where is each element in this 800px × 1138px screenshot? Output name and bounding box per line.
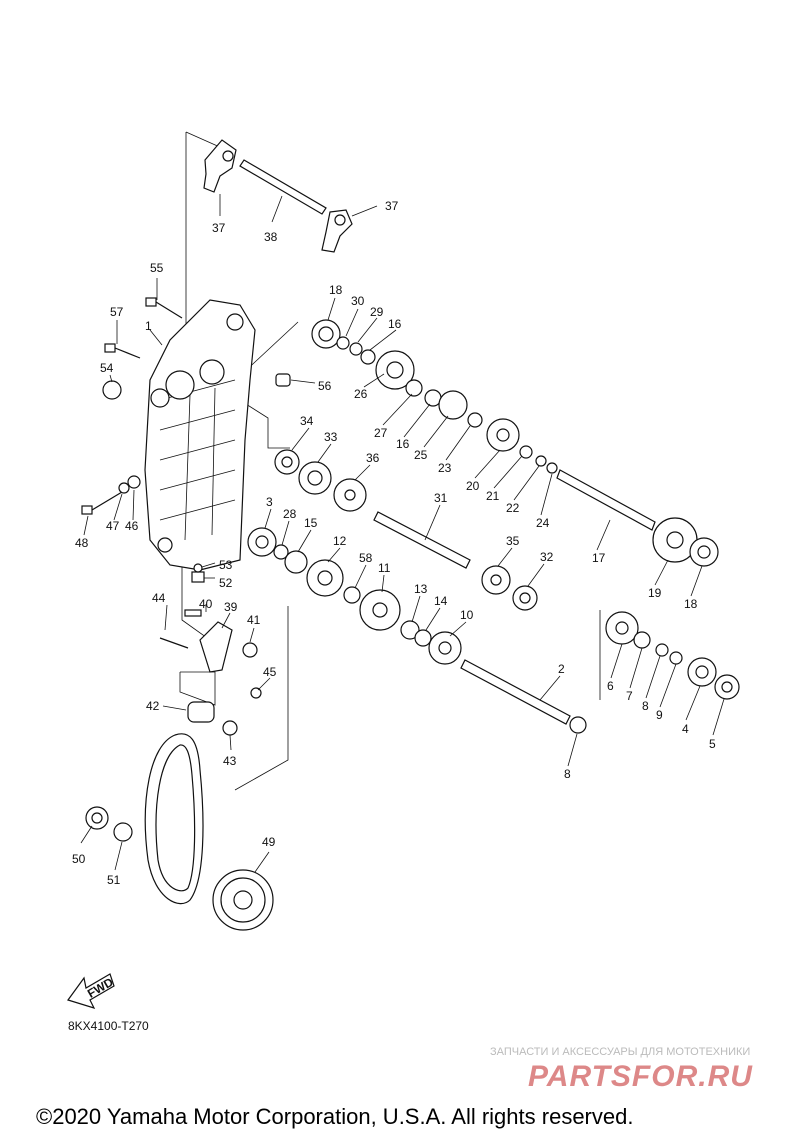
label-14: 14	[434, 594, 448, 608]
label-8: 8	[642, 699, 649, 713]
label-42: 42	[146, 699, 160, 713]
label-55: 55	[150, 261, 164, 275]
plug-54	[102, 380, 122, 400]
label-7: 7	[626, 689, 633, 703]
label-25: 25	[414, 448, 428, 462]
label-31: 31	[434, 491, 448, 505]
label-37: 37	[385, 199, 399, 213]
label-37: 37	[212, 221, 226, 235]
label-32: 32	[540, 550, 554, 564]
label-50: 50	[72, 852, 86, 866]
label-18: 18	[329, 283, 343, 297]
label-23: 23	[438, 461, 452, 475]
label-18: 18	[684, 597, 698, 611]
label-29: 29	[370, 305, 384, 319]
label-30: 30	[351, 294, 365, 308]
part-labels: 37 38 37 55 1 57 54 56 18 30 29 16 26 27…	[72, 199, 716, 887]
shift-lever-group	[159, 563, 262, 736]
label-16: 16	[396, 437, 410, 451]
label-27: 27	[374, 426, 388, 440]
diagram-code: 8KX4100-T270	[68, 1019, 149, 1033]
label-16: 16	[388, 317, 402, 331]
label-8: 8	[564, 767, 571, 781]
label-10: 10	[460, 608, 474, 622]
label-47: 47	[106, 519, 120, 533]
upper-shaft-assembly	[311, 319, 719, 567]
label-17: 17	[592, 551, 606, 565]
label-24: 24	[536, 516, 550, 530]
washers-46-47	[118, 475, 141, 494]
bolt-48	[81, 491, 123, 515]
shift-fork-left	[203, 139, 237, 193]
label-45: 45	[263, 665, 277, 679]
shift-rod	[239, 159, 327, 215]
fwd-arrow-icon: FWD	[67, 973, 116, 1009]
label-9: 9	[656, 708, 663, 722]
transmission-case	[144, 299, 256, 571]
watermark: ЗАПЧАСТИ И АКСЕССУАРЫ ДЛЯ МОТОТЕХНИКИ PA…	[490, 1046, 753, 1093]
label-58: 58	[359, 551, 373, 565]
label-57: 57	[110, 305, 124, 319]
watermark-tagline: ЗАПЧАСТИ И АКСЕССУАРЫ ДЛЯ МОТОТЕХНИКИ	[490, 1046, 750, 1058]
label-40: 40	[199, 597, 213, 611]
shift-fork-right	[321, 209, 353, 253]
label-41: 41	[247, 613, 261, 627]
label-5: 5	[709, 737, 716, 751]
leader-lines	[80, 194, 725, 873]
label-4: 4	[682, 722, 689, 736]
label-48: 48	[75, 536, 89, 550]
bolt-57	[104, 343, 141, 359]
label-49: 49	[262, 835, 276, 849]
middle-shaft-assembly	[274, 449, 538, 611]
label-35: 35	[506, 534, 520, 548]
bolt-55	[145, 297, 183, 319]
label-22: 22	[506, 501, 520, 515]
label-11: 11	[378, 561, 391, 575]
label-52: 52	[219, 576, 233, 590]
label-6: 6	[607, 679, 614, 693]
label-19: 19	[648, 586, 662, 600]
label-46: 46	[125, 519, 139, 533]
label-33: 33	[324, 430, 338, 444]
label-20: 20	[466, 479, 480, 493]
label-12: 12	[333, 534, 347, 548]
sprocket-49	[212, 869, 274, 931]
label-53: 53	[219, 558, 233, 572]
label-26: 26	[354, 387, 368, 401]
drive-belt	[144, 733, 204, 905]
label-3: 3	[266, 495, 273, 509]
copyright-footer: ©2020 Yamaha Motor Corporation, U.S.A. A…	[36, 1104, 633, 1129]
nut-50	[85, 806, 109, 830]
label-2: 2	[558, 662, 565, 676]
label-1: 1	[145, 319, 152, 333]
label-38: 38	[264, 230, 278, 244]
label-28: 28	[283, 507, 297, 521]
label-44: 44	[152, 591, 166, 605]
washer-51	[113, 822, 133, 842]
label-39: 39	[224, 600, 238, 614]
lower-shaft-assembly	[247, 527, 740, 734]
label-34: 34	[300, 414, 314, 428]
watermark-brand: PARTSFOR.RU	[528, 1060, 753, 1093]
label-36: 36	[366, 451, 380, 465]
label-13: 13	[414, 582, 428, 596]
dowel-56	[275, 373, 291, 387]
label-51: 51	[107, 873, 121, 887]
label-21: 21	[486, 489, 500, 503]
label-56: 56	[318, 379, 332, 393]
label-15: 15	[304, 516, 318, 530]
label-54: 54	[100, 361, 114, 375]
label-43: 43	[223, 754, 237, 768]
